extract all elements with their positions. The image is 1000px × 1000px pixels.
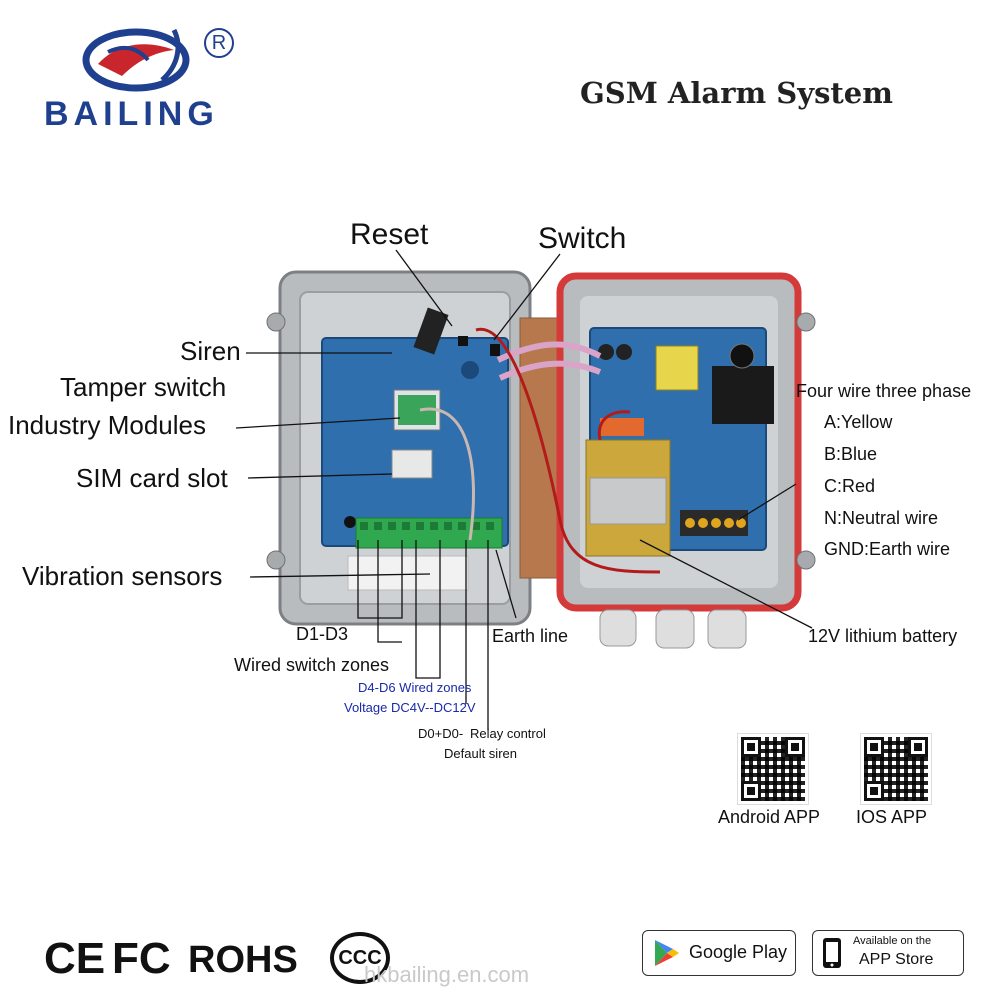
- lithium-battery: [585, 439, 671, 557]
- earth-line-label: Earth line: [492, 626, 569, 646]
- wiring-heading: Four wire three phase: [796, 381, 972, 401]
- terminal-block: [355, 517, 503, 549]
- siren-label: Siren: [180, 336, 241, 366]
- app-store-badge[interactable]: Available on the APP Store: [812, 930, 964, 976]
- ccc-mark-icon: CCC: [330, 932, 390, 984]
- android-app-label: Android APP: [718, 807, 821, 827]
- ios-app-label: IOS APP: [856, 807, 928, 827]
- wired-switch-zones-label: Wired switch zones: [234, 655, 390, 675]
- ce-mark: CE: [44, 934, 106, 983]
- registered-mark: R: [204, 28, 234, 58]
- ccc-mark-text: CCC: [338, 947, 382, 969]
- voltage-label: Voltage DC4V--DC12V: [344, 700, 476, 715]
- wiring-item: N:Neutral wire: [824, 508, 939, 528]
- relay-control-label: Relay control: [470, 726, 546, 741]
- battery-label: 12V lithium battery: [808, 626, 958, 646]
- phone-icon: [823, 938, 841, 968]
- tamper-switch-label: Tamper switch: [60, 372, 227, 402]
- default-siren-label: Default siren: [444, 746, 517, 761]
- vibration-sensors-label: Vibration sensors: [22, 561, 223, 591]
- industry-modules-label: Industry Modules: [8, 410, 206, 440]
- app-store-top-label: Available on the: [853, 935, 932, 947]
- d4-d6-label: D4-D6 Wired zones: [358, 680, 472, 695]
- bailing-logo-icon: [82, 28, 190, 92]
- wiring-item: GND:Earth wire: [824, 539, 951, 559]
- sim-card-slot-label: SIM card slot: [76, 463, 228, 493]
- google-play-icon: [655, 940, 679, 966]
- wiring-item: B:Blue: [824, 444, 878, 464]
- switch-label: Switch: [538, 222, 627, 255]
- app-store-label: APP Store: [859, 951, 934, 968]
- wiring-item: A:Yellow: [824, 412, 893, 432]
- rohs-mark: ROHS: [188, 939, 298, 981]
- google-play-label: Google Play: [689, 942, 788, 962]
- watermark: hkbailing.en.com: [364, 962, 530, 987]
- ios-qr-icon[interactable]: [860, 733, 932, 805]
- wiring-item: C:Red: [824, 476, 876, 496]
- android-qr-icon[interactable]: [737, 733, 809, 805]
- page-title: GSM Alarm System: [580, 76, 893, 110]
- d0-label: D0+D0-: [418, 726, 464, 741]
- d1-d3-label: D1-D3: [296, 624, 349, 644]
- fc-mark: FC: [112, 934, 171, 983]
- brand-name: BAILING: [44, 95, 219, 133]
- google-play-badge[interactable]: Google Play: [642, 930, 796, 976]
- reset-label: Reset: [350, 218, 429, 251]
- main-pcb: [321, 307, 509, 547]
